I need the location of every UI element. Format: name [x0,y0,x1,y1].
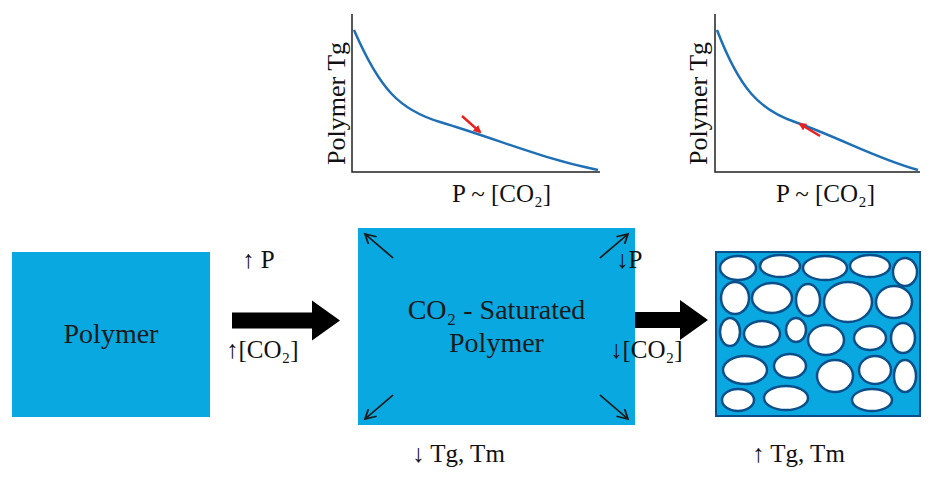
tg-chart [352,14,600,172]
box-text: Polymer [54,312,169,356]
axis-label: Polymer Tg [322,42,352,165]
axis-label: P ~ [CO₂] [776,180,875,208]
process-arrow [232,301,340,341]
condition-label: ↓P [616,246,642,274]
tg-chart [715,14,920,172]
box-text: CO₂ - Saturated Polymer [358,288,635,364]
foam [716,252,920,416]
condition-label: ↓[CO₂] [610,336,683,364]
axis-label: Polymer Tg [684,42,714,165]
transition-label: ↑ Tg, Tm [752,440,845,468]
condition-label: ↑ P [242,246,275,274]
condition-label: ↑[CO₂] [226,336,299,364]
transition-label: ↓ Tg, Tm [412,440,505,468]
process-box: Polymer [12,252,210,417]
axis-label: P ~ [CO₂] [452,180,551,208]
process-box: CO₂ - Saturated Polymer [358,228,635,425]
